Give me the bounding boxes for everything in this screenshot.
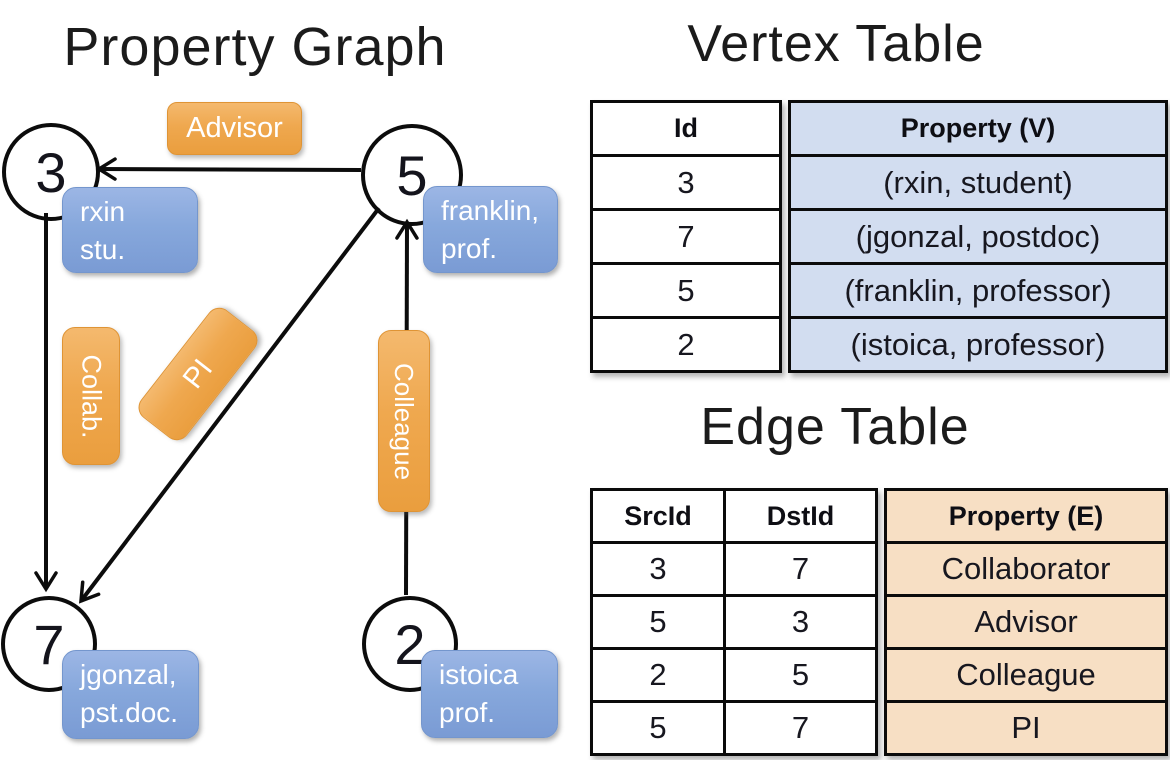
- edge-label-text: Colleague: [389, 362, 420, 480]
- table-cell: 5: [723, 650, 875, 700]
- table-cell: 5: [649, 604, 667, 639]
- table-cell: Colleague: [887, 647, 1165, 700]
- edge-label-text: Collab.: [76, 353, 107, 439]
- table-cell: 3: [593, 154, 779, 208]
- table-cell: (istoica, professor): [791, 316, 1165, 370]
- column-header-srcid: SrcId: [624, 500, 692, 531]
- table-cell: 2: [649, 657, 667, 692]
- edge-label-text: Advisor: [186, 112, 283, 144]
- graph-node-3: 3: [2, 123, 100, 221]
- property-line: pst.doc.: [80, 697, 179, 728]
- table-cell: 3: [723, 597, 875, 647]
- property-line: istoica: [439, 659, 519, 690]
- property-line: franklin,: [441, 195, 540, 226]
- table-cell: 7: [593, 208, 779, 262]
- table-cell: 5: [593, 262, 779, 316]
- property-line: prof.: [441, 233, 498, 264]
- table-row: 5 7: [593, 700, 875, 753]
- edge-table-title: Edge Table: [700, 398, 970, 456]
- node-id-label: 3: [35, 140, 67, 204]
- node-id-label: 5: [396, 143, 428, 207]
- vertex-property-box-7: jgonzal, pst.doc.: [62, 650, 199, 739]
- property-line: jgonzal,: [80, 659, 177, 690]
- vertex-property-box-3: rxin stu.: [62, 187, 198, 273]
- node-id-label: 2: [394, 612, 426, 676]
- table-cell: (jgonzal, postdoc): [791, 208, 1165, 262]
- column-header-property-e: Property (E): [887, 491, 1165, 541]
- vertex-table-title: Vertex Table: [687, 15, 985, 73]
- table-cell: (rxin, student): [791, 154, 1165, 208]
- table-cell: 7: [723, 544, 875, 594]
- table-row: 3 7: [593, 541, 875, 594]
- table-row: 2 5: [593, 647, 875, 700]
- property-line: prof.: [439, 697, 496, 728]
- edge-table-property-column: Property (E) Collaborator Advisor Collea…: [884, 488, 1168, 756]
- edge-label-collaborator: Collab.: [62, 327, 120, 465]
- property-graph-title: Property Graph: [63, 17, 447, 77]
- table-cell: 7: [723, 703, 875, 753]
- edge-label-advisor: Advisor: [167, 102, 302, 155]
- vertex-property-box-2: istoica prof.: [421, 650, 558, 738]
- edge-table-id-columns: SrcId DstId 3 7 5 3 2 5 5 7: [590, 488, 878, 756]
- property-line: rxin: [80, 196, 126, 227]
- table-cell: (franklin, professor): [791, 262, 1165, 316]
- vertex-property-box-5: franklin, prof.: [423, 186, 558, 273]
- vertex-table-id-column: Id 3 7 5 2: [590, 100, 782, 373]
- table-cell: 2: [593, 316, 779, 370]
- edge-label-pi: PI: [133, 302, 263, 446]
- property-line: stu.: [80, 234, 126, 265]
- table-cell: 3: [649, 551, 667, 586]
- edge-arrow-5-to-3: [95, 157, 362, 181]
- table-row: 5 3: [593, 594, 875, 647]
- table-cell: Advisor: [887, 594, 1165, 647]
- table-row: SrcId DstId: [593, 491, 875, 541]
- column-header-property-v: Property (V): [791, 103, 1165, 154]
- column-header-dstid: DstId: [723, 491, 875, 541]
- vertex-table-property-column: Property (V) (rxin, student) (jgonzal, p…: [788, 100, 1168, 373]
- node-id-label: 7: [33, 612, 65, 676]
- table-cell: PI: [887, 700, 1165, 753]
- table-cell: 5: [649, 710, 667, 745]
- edge-label-colleague: Colleague: [378, 330, 430, 512]
- edge-label-text: PI: [176, 353, 219, 395]
- table-cell: Collaborator: [887, 541, 1165, 594]
- column-header-id: Id: [674, 113, 698, 143]
